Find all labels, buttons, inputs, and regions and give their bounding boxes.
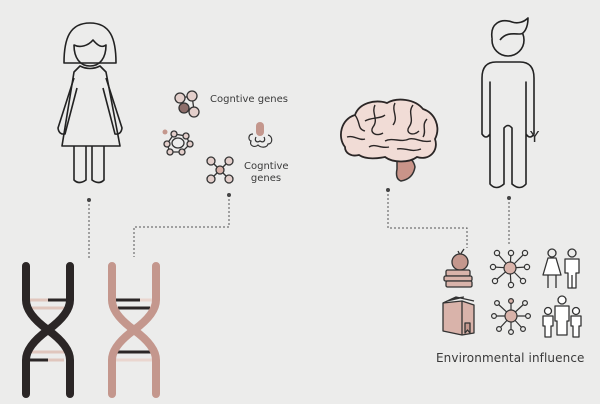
family-icon [542,295,582,338]
network-hub-icon [489,249,531,289]
book-box-icon [442,296,475,336]
environmental-influence-label: Environmental influence [436,351,585,365]
y-chromosome-label: Y [530,128,540,146]
molecule-pentagon-icon [162,129,194,156]
brain-icon [340,98,439,182]
male-figure-icon [481,17,535,189]
cognitive-genes-label-top: Cogntive genes [210,94,288,105]
cloud-gene-icon [248,122,273,148]
molecule-cluster-icon [174,90,200,118]
female-figure-icon [57,22,123,184]
chromosome-pink-icon [108,262,160,398]
network-hub-small-icon [491,297,531,335]
apple-books-icon [443,248,473,288]
chromosome-dark-icon [22,262,74,398]
molecule-cross-icon [206,156,234,184]
couple-icon [542,248,580,289]
